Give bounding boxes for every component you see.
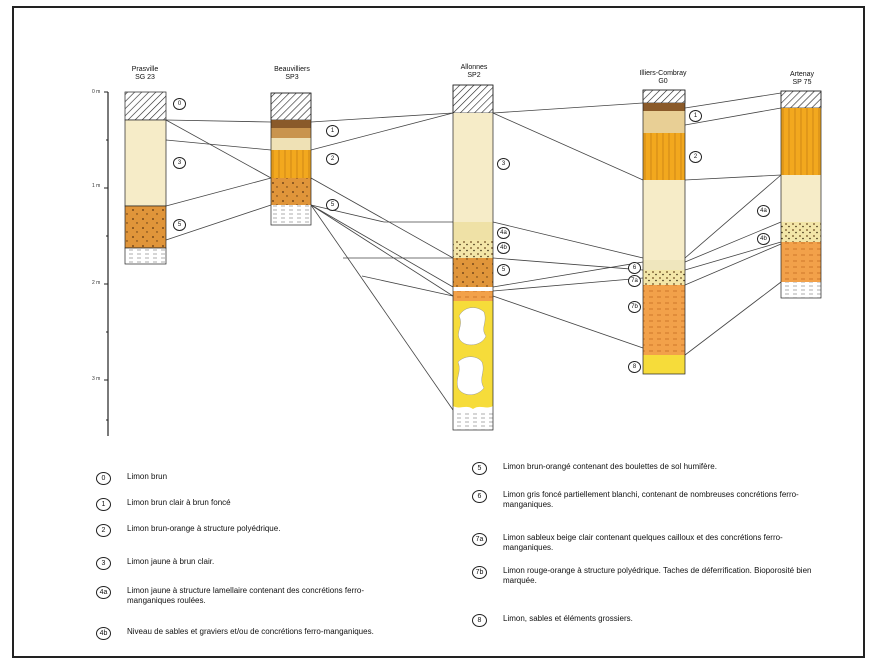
legend-item: 0 Limon brun [96,472,436,485]
layer-badge: 2 [689,151,702,163]
column-name: Artenay [789,71,815,78]
legend-text: Limon rouge-orange à structure polyédriq… [503,566,812,585]
legend-text: Limon, sables et éléments grossiers. [503,614,633,623]
legend-text: Limon gris foncé partiellement blanchi, … [503,490,799,509]
legend-badge: 3 [96,557,111,570]
legend-text: Limon sableux beige clair contenant quel… [503,533,783,552]
depth-scale [104,91,109,436]
legend-badge: 7a [472,533,487,546]
legend-text: Limon brun-orange à structure polyédriqu… [127,524,281,533]
legend-badge: 5 [472,462,487,475]
layer-badge: 7b [628,301,641,313]
column-name: Illiers-Combray [639,70,687,77]
column-code: SP3 [285,74,299,81]
legend-item: 3 Limon jaune à brun clair. [96,557,436,570]
layer-badge: 5 [497,264,510,276]
legend-item: 1 Limon brun clair à brun foncé [96,498,436,511]
legend-item: 7a Limon sableux beige clair contenant q… [472,533,812,553]
layer-badge: 4b [497,242,510,254]
legend-item: 5 Limon brun-orangé contenant des boulet… [472,462,832,475]
legend-item: 7b Limon rouge-orange à structure polyéd… [472,566,812,586]
column-title-prasville: Prasville SG 23 [100,66,190,82]
legend-text: Niveau de sables et graviers et/ou de co… [127,627,374,636]
legend-item: 8 Limon, sables et éléments grossiers. [472,614,812,627]
column-illiers-combray [642,89,686,375]
scale-label: 0 m [92,89,101,95]
column-code: SG 23 [135,74,155,81]
layer-badge: 3 [497,158,510,170]
layer-badge: 5 [173,219,186,231]
layer-badge: 8 [628,361,641,373]
legend-item: 6 Limon gris foncé partiellement blanchi… [472,490,812,510]
legend-badge: 0 [96,472,111,485]
correlation-lines [165,92,782,411]
column-title-artenay: Artenay SP 75 [757,71,847,87]
legend-badge: 8 [472,614,487,627]
column-beauvilliers [270,92,312,226]
legend-text: Limon jaune à structure lamellaire conte… [127,586,365,605]
legend-item: 4b Niveau de sables et graviers et/ou de… [96,627,456,640]
layer-badge: 5 [326,199,339,211]
column-artenay [780,90,822,299]
legend-badge: 1 [96,498,111,511]
scale-label: 3 m [92,376,101,382]
layer-badge: 1 [326,125,339,137]
column-title-illiers-combray: Illiers-Combray G0 [618,70,708,86]
column-allonnes [452,84,494,431]
layer-badge: 1 [689,110,702,122]
legend-text: Limon brun [127,472,168,481]
column-prasville [124,91,167,265]
legend-badge: 6 [472,490,487,503]
layer-badge: 7a [628,275,641,287]
scale-label: 1 m [92,183,101,189]
legend-badge: 2 [96,524,111,537]
legend-badge: 4b [96,627,111,640]
layer-badge: 4a [757,205,770,217]
legend-text: Limon brun-orangé contenant des boulette… [503,462,717,471]
legend-item: 4a Limon jaune à structure lamellaire co… [96,586,386,606]
column-name: Prasville [131,66,159,73]
legend-badge: 4a [96,586,111,599]
column-code: SP2 [467,72,481,79]
legend-item: 2 Limon brun-orange à structure polyédri… [96,524,436,537]
layer-badge: 3 [173,157,186,169]
legend-text: Limon brun clair à brun foncé [127,498,231,507]
legend-text: Limon jaune à brun clair. [127,557,215,566]
layer-badge: 4a [497,227,510,239]
legend-badge: 7b [472,566,487,579]
scale-label: 2 m [92,280,101,286]
layer-badge: 2 [326,153,339,165]
column-title-allonnes: Allonnes SP2 [429,64,519,80]
column-name: Allonnes [460,64,488,71]
column-code: G0 [658,78,668,85]
column-title-beauvilliers: Beauvilliers SP3 [247,66,337,82]
layer-badge: 4b [757,233,770,245]
layer-badge: 6 [628,262,641,274]
layer-badge: 0 [173,98,186,110]
column-code: SP 75 [792,79,812,86]
column-name: Beauvilliers [274,66,310,73]
